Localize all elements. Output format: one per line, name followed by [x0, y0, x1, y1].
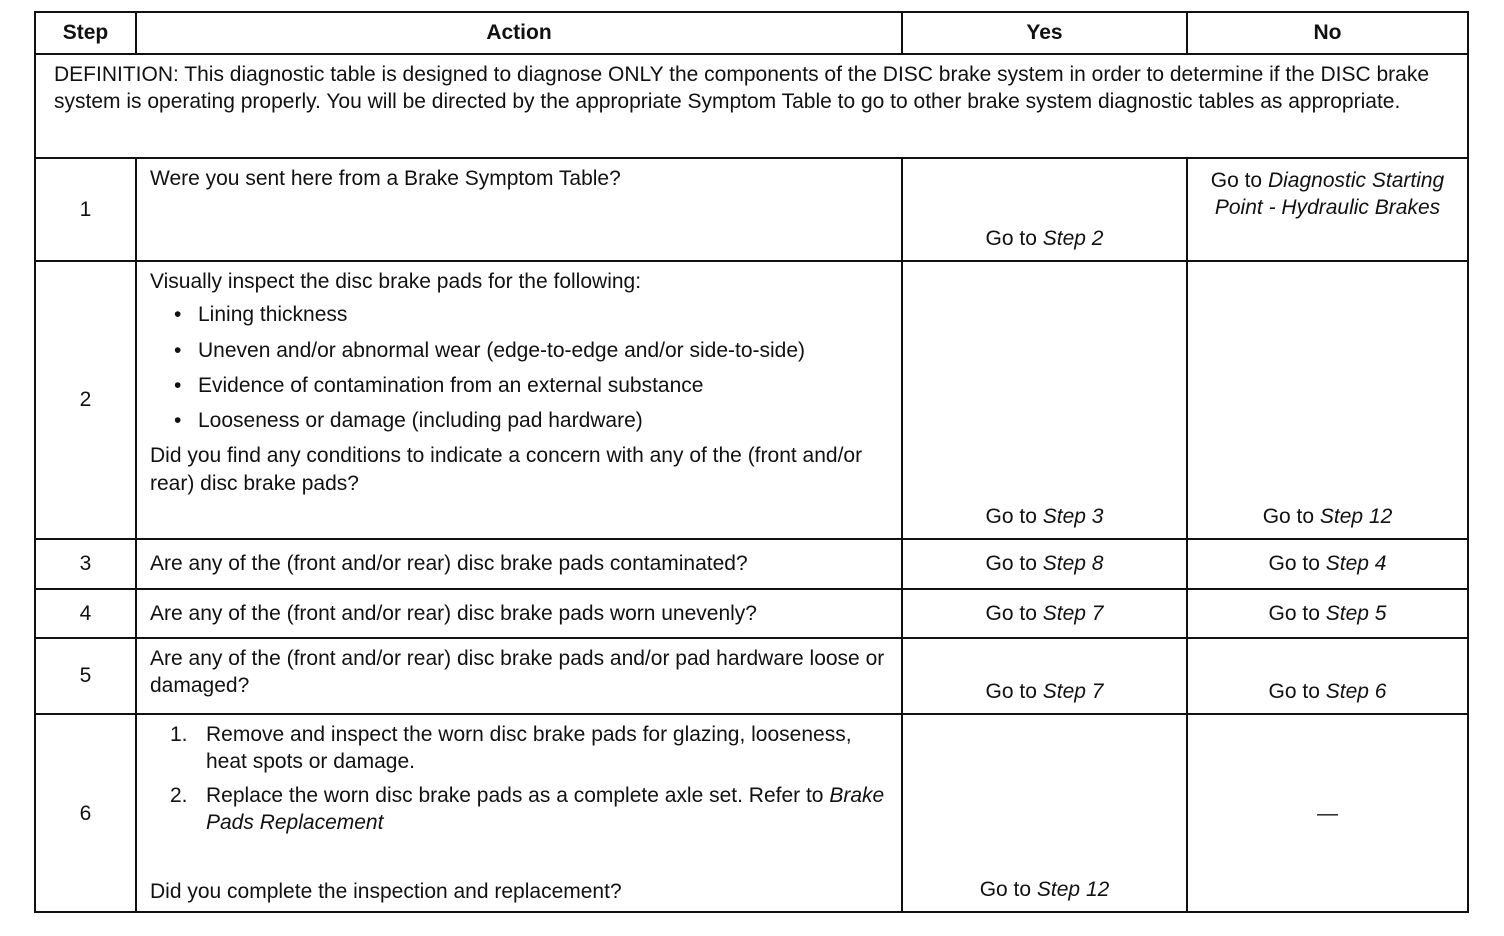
step-number: 6 [34, 712, 137, 914]
table-row: 1 Were you sent here from a Brake Sympto… [34, 157, 1469, 262]
table-row: 4 Are any of the (front and/or rear) dis… [34, 588, 1469, 639]
list-item: Evidence of contamination from an extern… [174, 372, 891, 400]
procedure-link[interactable]: Brake Pads Replacement [206, 783, 885, 834]
list-item: Uneven and/or abnormal wear (edge-to-edg… [174, 337, 891, 365]
action-question: Did you find any conditions to indicate … [150, 444, 863, 495]
go-to-label: Go to [979, 878, 1032, 902]
go-to-label: Go to [1268, 601, 1320, 625]
list-item: Looseness or damage (including pad hardw… [174, 407, 891, 435]
action-question: Did you complete the inspection and repl… [150, 880, 622, 904]
yes-step-link[interactable]: Step 8 [1042, 552, 1104, 576]
go-to-label: Go to [1210, 169, 1263, 192]
no-cell: Go to Diagnostic Starting Point - Hydrau… [1186, 157, 1469, 262]
header-step: Step [34, 11, 137, 55]
action-cell: 1. Remove and inspect the worn disc brak… [135, 712, 903, 914]
action-text: Are any of the (front and/or rear) disc … [135, 637, 903, 715]
no-cell: Go to Step 4 [1186, 538, 1469, 590]
go-to-label: Go to [1268, 679, 1320, 703]
list-number: 2. [170, 783, 188, 807]
header-no: No [1186, 11, 1469, 55]
action-intro: Visually inspect the disc brake pads for… [150, 270, 642, 293]
step-number: 4 [34, 588, 137, 639]
go-to-label: Go to [985, 504, 1037, 528]
yes-cell: Go to Step 12 [901, 712, 1188, 914]
table-row: 6 1. Remove and inspect the worn disc br… [34, 712, 1469, 914]
list-item: 2. Replace the worn disc brake pads as a… [170, 782, 891, 837]
yes-cell: Go to Step 7 [901, 637, 1188, 715]
step-number: 3 [34, 538, 137, 590]
go-to-label: Go to [985, 601, 1037, 625]
no-cell: Go to Step 6 [1186, 637, 1469, 715]
go-to-label: Go to [985, 679, 1037, 703]
action-cell: Visually inspect the disc brake pads for… [135, 260, 903, 540]
step-number: 2 [34, 260, 137, 540]
header-action: Action [135, 11, 903, 55]
step-number: 5 [34, 637, 137, 715]
action-text: Are any of the (front and/or rear) disc … [135, 538, 903, 590]
table-header-row: Step Action Yes No [34, 11, 1469, 55]
list-item: Lining thickness [174, 301, 891, 329]
list-text: Remove and inspect the worn disc brake p… [206, 723, 852, 774]
bullet-list: Lining thickness Uneven and/or abnormal … [150, 301, 891, 434]
yes-cell: Go to Step 3 [901, 260, 1188, 540]
definition-text: DEFINITION: This diagnostic table is des… [34, 53, 1469, 159]
numbered-list: 1. Remove and inspect the worn disc brak… [150, 721, 891, 836]
no-cell: Go to Step 5 [1186, 588, 1469, 639]
go-to-label: Go to [1262, 504, 1315, 528]
table-row: 3 Are any of the (front and/or rear) dis… [34, 538, 1469, 590]
action-text: Were you sent here from a Brake Symptom … [135, 157, 903, 262]
no-cell: Go to Step 12 [1186, 260, 1469, 540]
go-to-label: Go to [985, 226, 1037, 250]
go-to-label: Go to [985, 552, 1037, 576]
yes-step-link[interactable]: Step 3 [1042, 504, 1104, 528]
list-number: 1. [170, 723, 188, 746]
no-step-link[interactable]: Step 5 [1325, 601, 1387, 625]
step-number: 1 [34, 157, 137, 262]
no-step-link[interactable]: Diagnostic Starting Point - Hydraulic Br… [1214, 169, 1445, 220]
spacer [150, 842, 891, 878]
action-text: Are any of the (front and/or rear) disc … [135, 588, 903, 639]
no-step-link[interactable]: Step 6 [1325, 679, 1387, 703]
header-yes: Yes [901, 11, 1188, 55]
list-text: Replace the worn disc brake pads as a co… [206, 783, 824, 807]
list-item: 1. Remove and inspect the worn disc brak… [170, 721, 891, 776]
no-step-link[interactable]: Step 4 [1325, 552, 1387, 576]
table-row: 5 Are any of the (front and/or rear) dis… [34, 637, 1469, 715]
no-step-link[interactable]: Step 12 [1319, 504, 1393, 528]
go-to-label: Go to [1268, 552, 1320, 576]
definition-row: DEFINITION: This diagnostic table is des… [34, 53, 1469, 159]
yes-step-link[interactable]: Step 12 [1036, 878, 1110, 902]
yes-cell: Go to Step 7 [901, 588, 1188, 639]
yes-cell: Go to Step 2 [901, 157, 1188, 262]
yes-step-link[interactable]: Step 7 [1042, 601, 1104, 625]
yes-step-link[interactable]: Step 7 [1042, 679, 1104, 703]
yes-step-link[interactable]: Step 2 [1042, 226, 1104, 250]
diagnostic-table: Step Action Yes No DEFINITION: This diag… [34, 11, 1469, 914]
table-row: 2 Visually inspect the disc brake pads f… [34, 260, 1469, 540]
yes-cell: Go to Step 8 [901, 538, 1188, 590]
no-cell: — [1186, 712, 1469, 914]
